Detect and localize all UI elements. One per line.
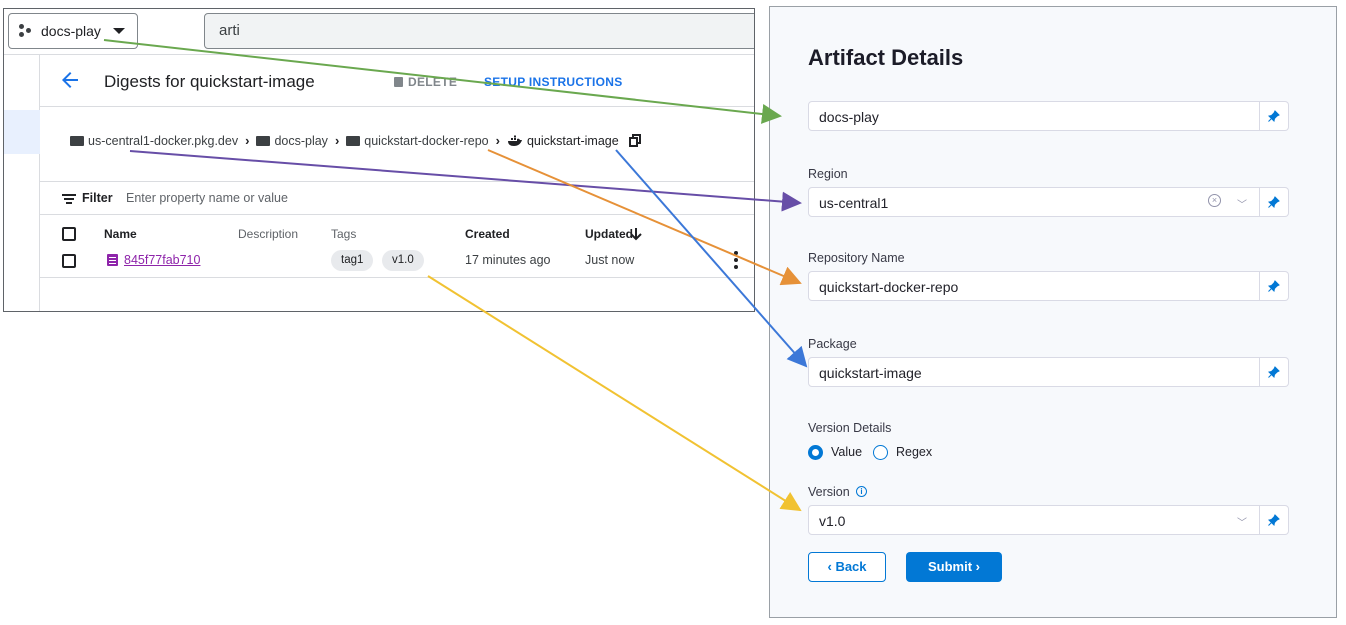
filter-label: Filter	[82, 191, 113, 205]
copy-icon[interactable]	[628, 134, 642, 147]
chevron-right-icon: ›	[334, 133, 340, 148]
pin-icon	[1268, 366, 1280, 378]
table-header: Name Description Tags Created Updated	[40, 223, 754, 247]
column-created[interactable]: Created	[465, 227, 510, 241]
chevron-left-icon: ‹	[827, 559, 836, 574]
pin-icon	[1268, 280, 1280, 292]
kebab-icon[interactable]	[734, 251, 738, 269]
back-button[interactable]: ‹ Back	[808, 552, 886, 582]
search-input[interactable]: arti	[204, 13, 754, 49]
package-label: Package	[808, 337, 857, 351]
tag-chip[interactable]: tag1	[331, 250, 374, 271]
project-selector[interactable]: docs-play	[8, 13, 138, 49]
region-select[interactable]: us-central1 × ﹀	[808, 187, 1260, 217]
page-header: Digests for quickstart-image DELETE SETU…	[40, 55, 754, 107]
created-value: 17 minutes ago	[465, 253, 551, 267]
region-value: us-central1	[819, 195, 889, 211]
delete-label: DELETE	[408, 75, 458, 89]
repository-name-label: Repository Name	[808, 251, 905, 265]
digest-name[interactable]: 845f77fab710	[124, 253, 201, 267]
pin-button[interactable]	[1260, 505, 1289, 535]
folder-icon	[256, 135, 271, 146]
repository-name-field[interactable]: quickstart-docker-repo	[808, 271, 1260, 301]
pin-icon	[1268, 196, 1280, 208]
filter-input[interactable]: Enter property name or value	[126, 191, 288, 205]
column-name[interactable]: Name	[104, 227, 137, 241]
version-details-label: Version Details	[808, 421, 892, 435]
select-all-checkbox[interactable]	[62, 227, 76, 241]
setup-instructions-button[interactable]: SETUP INSTRUCTIONS	[484, 75, 623, 89]
project-icon	[19, 24, 33, 38]
package-field[interactable]: quickstart-image	[808, 357, 1260, 387]
digest-icon	[107, 254, 118, 266]
top-bar: docs-play arti	[4, 9, 754, 55]
pin-button[interactable]	[1260, 101, 1289, 131]
digest-link[interactable]: 845f77fab710	[124, 253, 200, 267]
table-row: 845f77fab710 tag1 v1.0 17 minutes ago Ju…	[40, 249, 754, 275]
trash-icon	[394, 77, 403, 87]
sort-down-icon[interactable]	[630, 227, 642, 241]
pin-button[interactable]	[1260, 357, 1289, 387]
value-radio[interactable]	[808, 445, 823, 460]
delete-button[interactable]: DELETE	[394, 75, 457, 89]
pin-button[interactable]	[1260, 187, 1289, 217]
column-tags[interactable]: Tags	[331, 227, 357, 241]
folder-icon	[346, 135, 361, 146]
value-radio-label[interactable]: Value	[831, 445, 863, 459]
chevron-right-icon: ›	[972, 559, 980, 574]
chevron-right-icon: ›	[245, 133, 250, 148]
breadcrumb-image: quickstart-image	[526, 133, 619, 148]
region-label: Region	[808, 167, 848, 181]
updated-value: Just now	[585, 253, 635, 267]
gcp-artifact-registry-window: docs-play arti Digests for quickstart-im…	[3, 8, 755, 312]
clear-icon[interactable]: ×	[1208, 194, 1221, 207]
breadcrumb-project[interactable]: docs-play	[274, 133, 328, 148]
regex-radio[interactable]	[873, 445, 888, 460]
version-value: v1.0	[819, 513, 846, 529]
column-description[interactable]: Description	[238, 227, 299, 241]
version-label: Version	[808, 485, 850, 499]
chevron-down-icon[interactable]: ﹀	[1237, 518, 1247, 529]
pin-icon	[1268, 110, 1280, 122]
breadcrumb: us-central1-docker.pkg.dev › docs-play ›…	[70, 133, 642, 148]
folder-icon	[70, 135, 84, 146]
tag-chip[interactable]: v1.0	[382, 250, 424, 271]
back-label: Back	[835, 559, 867, 574]
connector-field[interactable]: docs-play	[808, 101, 1260, 131]
submit-label: Submit	[927, 559, 973, 574]
version-select[interactable]: v1.0 ﹀	[808, 505, 1260, 535]
filter-icon	[62, 194, 76, 204]
project-name: docs-play	[41, 23, 101, 39]
panel-title: Artifact Details	[808, 45, 964, 70]
regex-radio-label[interactable]: Regex	[896, 445, 933, 459]
chevron-down-icon[interactable]: ﹀	[1237, 200, 1247, 211]
nav-rail-active-item[interactable]	[4, 110, 40, 154]
row-checkbox[interactable]	[62, 254, 76, 268]
nav-rail	[4, 55, 40, 311]
artifact-details-panel: Artifact Details docs-play Region us-cen…	[769, 6, 1337, 618]
breadcrumb-repo[interactable]: quickstart-docker-repo	[364, 133, 489, 148]
pin-button[interactable]	[1260, 271, 1289, 301]
column-updated[interactable]: Updated	[585, 227, 633, 241]
filter-bar: Filter Enter property name or value	[40, 181, 754, 215]
back-arrow-icon[interactable]	[58, 68, 82, 92]
chevron-down-icon	[112, 28, 125, 34]
table-divider	[40, 277, 754, 278]
info-icon[interactable]: i	[856, 486, 867, 497]
breadcrumb-host[interactable]: us-central1-docker.pkg.dev	[88, 133, 239, 148]
submit-button[interactable]: Submit ›	[906, 552, 1002, 582]
page-title: Digests for quickstart-image	[104, 72, 315, 91]
chevron-right-icon: ›	[495, 133, 500, 148]
pin-icon	[1268, 514, 1280, 526]
docker-icon	[507, 135, 522, 146]
